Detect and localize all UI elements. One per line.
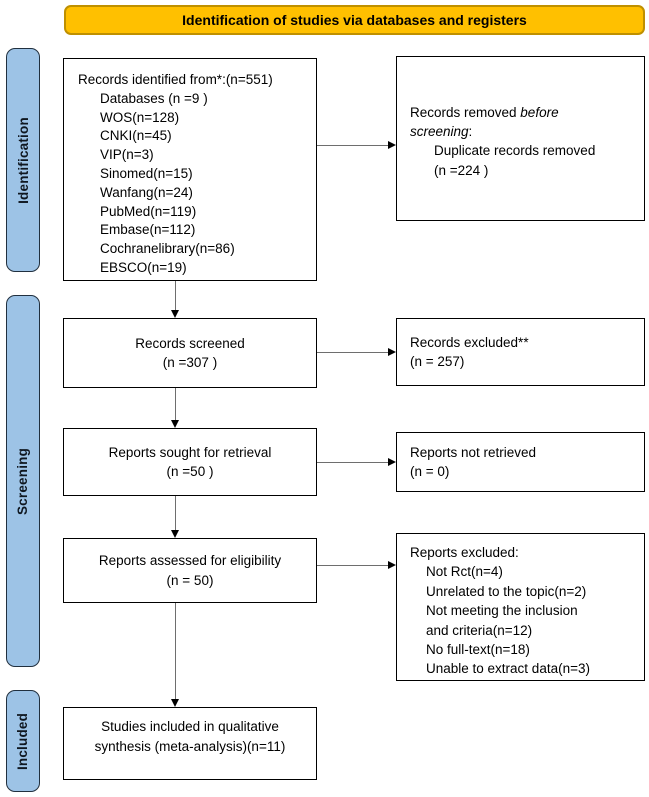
records-removed-item: (n =224 ): [434, 162, 489, 178]
arrow-line: [174, 388, 177, 422]
exclusion-reason-item: Not Rct(n=4): [426, 564, 503, 580]
banner-title-text: Identification of studies via databases …: [182, 12, 527, 28]
records-removed-italic: before screening: [410, 105, 559, 140]
arrow-line: [317, 144, 390, 147]
exclusion-reason-item: and criteria(n=12): [426, 622, 533, 638]
arrow-assessed-to-reports-excluded: [317, 561, 396, 570]
database-count-item: Wanfang(n=24): [100, 184, 193, 200]
exclusion-reason-item: No full-text(n=18): [426, 642, 530, 658]
arrow-head-icon: [388, 561, 396, 569]
box-records-screened: Records screened (n =307 ): [63, 318, 317, 388]
box-records-removed: Records removed before screening: Duplic…: [396, 56, 645, 221]
arrow-head-icon: [171, 530, 179, 538]
exclusion-reason-item: Unrelated to the topic(n=2): [426, 583, 587, 599]
arrow-head-icon: [388, 141, 396, 149]
arrow-sought-to-assessed: [171, 496, 180, 538]
arrow-line: [317, 461, 390, 464]
banner-title: Identification of studies via databases …: [64, 5, 645, 35]
reports-not-retrieved-line2: (n = 0): [410, 464, 450, 479]
database-count-item: Embase(n=112): [100, 222, 196, 238]
studies-included-line2: synthesis (meta-analysis)(n=11): [94, 739, 286, 754]
records-screened-line2: (n =307 ): [162, 355, 218, 370]
arrow-head-icon: [171, 420, 179, 428]
arrow-assessed-to-included: [171, 603, 180, 707]
arrow-line: [174, 496, 177, 532]
arrow-head-icon: [171, 310, 179, 318]
arrow-head-icon: [388, 458, 396, 466]
reports-sought-line2: (n =50 ): [166, 464, 214, 479]
database-count-item: EBSCO(n=19): [100, 259, 187, 275]
database-count-item: Cochranelibrary(n=86): [100, 241, 235, 257]
stage-label-screening: Screening: [6, 295, 40, 667]
records-excluded-line2: (n = 257): [410, 354, 465, 369]
box-records-identified: Records identified from*:(n=551) Databas…: [63, 58, 317, 281]
database-count-item: Sinomed(n=15): [100, 165, 193, 181]
records-screened-line1: Records screened: [135, 335, 245, 351]
arrow-line: [317, 564, 390, 567]
stage-label-screening-text: Screening: [15, 447, 31, 515]
arrow-line: [174, 603, 177, 701]
reports-assessed-line1: Reports assessed for eligibility: [98, 553, 282, 568]
reports-excluded-title: Reports excluded:: [410, 545, 519, 560]
stage-label-identification-text: Identification: [15, 116, 31, 204]
database-count-item: PubMed(n=119): [100, 203, 197, 219]
records-identified-title: Records identified from*:(n=551): [78, 72, 273, 87]
arrow-identified-to-screened: [171, 281, 180, 318]
arrow-line: [174, 281, 177, 312]
arrow-sought-to-not-retrieved: [317, 458, 396, 467]
records-removed-item: Duplicate records removed: [434, 143, 596, 159]
database-count-item: CNKI(n=45): [100, 128, 172, 144]
arrow-head-icon: [388, 348, 396, 356]
stage-label-included: Included: [6, 690, 40, 792]
box-reports-assessed: Reports assessed for eligibility (n = 50…: [63, 538, 317, 603]
database-count-item: Databases (n =9 ): [100, 90, 208, 106]
records-removed-title: Records removed before screening:: [410, 105, 559, 140]
database-count-item: WOS(n=128): [100, 109, 180, 125]
arrow-head-icon: [171, 699, 179, 707]
database-count-item: VIP(n=3): [100, 147, 154, 163]
exclusion-reason-item: Not meeting the inclusion: [426, 603, 578, 619]
arrow-screened-to-sought: [171, 388, 180, 428]
exclusion-reason-item: Unable to extract data(n=3): [426, 661, 590, 677]
reports-assessed-line2: (n = 50): [166, 572, 214, 588]
box-reports-excluded: Reports excluded: Not Rct(n=4) Unrelated…: [396, 533, 645, 681]
box-records-excluded: Records excluded** (n = 257): [396, 318, 645, 386]
reports-sought-line1: Reports sought for retrieval: [108, 444, 272, 460]
arrow-screened-to-excluded: [317, 348, 396, 357]
stage-label-identification: Identification: [6, 48, 40, 272]
records-excluded-line1: Records excluded**: [410, 334, 529, 350]
box-studies-included: Studies included in qualitative synthesi…: [63, 707, 317, 780]
reports-not-retrieved-line1: Reports not retrieved: [410, 444, 537, 460]
box-reports-sought: Reports sought for retrieval (n =50 ): [63, 428, 317, 496]
box-reports-not-retrieved: Reports not retrieved (n = 0): [396, 432, 645, 492]
stage-label-included-text: Included: [15, 712, 31, 770]
studies-included-line1: Studies included in qualitative: [101, 719, 279, 734]
arrow-line: [317, 351, 390, 354]
arrow-identified-to-removed: [317, 141, 396, 150]
